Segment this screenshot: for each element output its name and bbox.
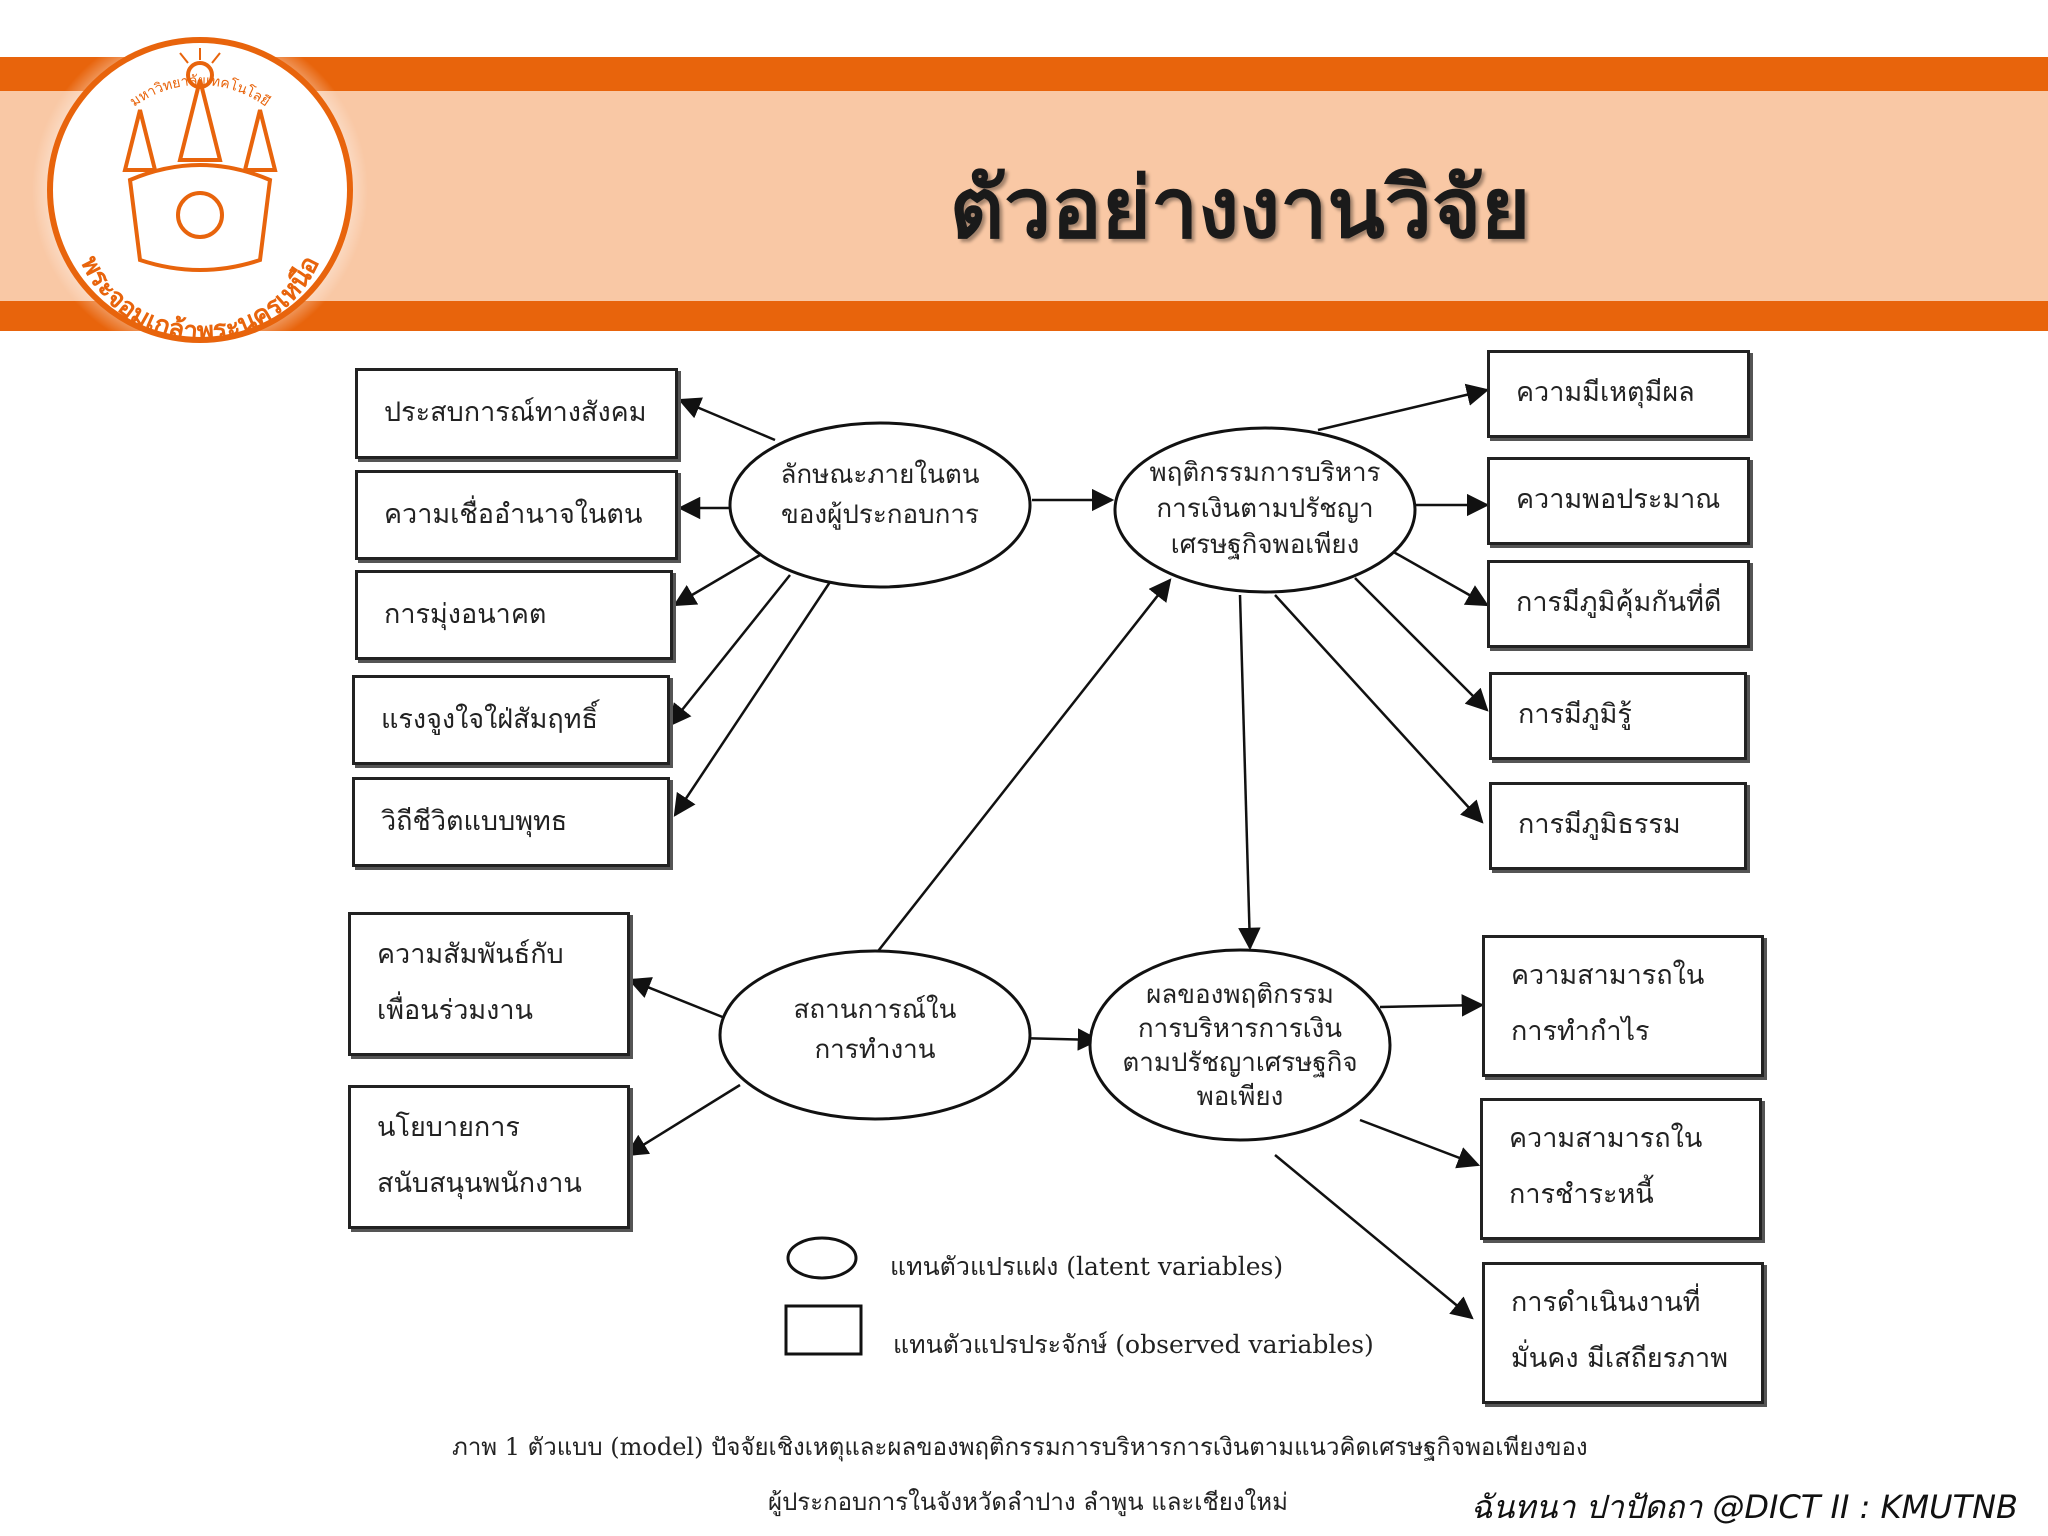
observed-immunity-label: การมีภูมิคุ้มกันที่ดี xyxy=(1516,587,1722,618)
arrow-internal-buddhist xyxy=(673,581,832,817)
university-seal-icon: พระจอมเกล้าพระนครเหนือ มหาวิทยาลัยเทคโนโ… xyxy=(32,22,368,358)
arrow-situation-colleague xyxy=(627,977,726,1020)
footer-credit: ฉันทนา ปาปัดถา @DICT II : KMUTNB xyxy=(1470,1488,2018,1526)
figure-caption-line-1: ภาพ 1 ตัวแบบ (model) ปัจจัยเชิงเหตุและผล… xyxy=(452,1433,1588,1461)
latent-situation-ellipse xyxy=(718,949,1032,1121)
arrow-internal-social xyxy=(677,397,776,442)
observed-stability-line-1: การดำเนินงานที่ xyxy=(1511,1287,1701,1318)
observed-locus-of-control-label: ความเชื่ออำนาจในตน xyxy=(384,499,643,530)
observed-achievement-label: แรงจูงใจใฝ่สัมฤทธิ์ xyxy=(381,704,599,735)
observed-knowledge-label: การมีภูมิรู้ xyxy=(1518,699,1632,730)
arrow-situation-behavior xyxy=(874,578,1172,956)
observed-colleague-line-1: ความสัมพันธ์กับ xyxy=(377,939,564,970)
arrow-result-stability xyxy=(1274,1154,1474,1320)
observed-support-policy-line-2: สนับสนุนพนักงาน xyxy=(377,1168,582,1199)
observed-moderation-box: ความพอประมาณ xyxy=(1487,457,1750,545)
observed-debt-payment-line-1: ความสามารถใน xyxy=(1509,1123,1703,1154)
latent-result-line-2: การบริหารการเงิน xyxy=(1137,1014,1343,1044)
arrow-behavior-morality xyxy=(1274,594,1484,824)
latent-result-line-3: ตามปรัชญาเศรษฐกิจ xyxy=(1122,1048,1358,1078)
legend-latent-label: แทนตัวแปรแฝง (latent variables) xyxy=(890,1252,1284,1281)
observed-buddhist-life-box: วิถีชีวิตแบบพุทธ xyxy=(352,777,670,867)
observed-profitability-box: ความสามารถใน การทำกำไร xyxy=(1482,935,1764,1077)
arrow-behavior-knowledge xyxy=(1354,577,1489,712)
observed-morality-label: การมีภูมิธรรม xyxy=(1518,809,1681,840)
latent-result-line-1: ผลของพฤติกรรม xyxy=(1146,980,1334,1010)
latent-result-label: ผลของพฤติกรรม การบริหารการเงิน ตามปรัชญา… xyxy=(1090,978,1390,1114)
latent-behavior-label: พฤติกรรมการบริหาร การเงินตามปรัชญา เศรษฐ… xyxy=(1115,455,1415,563)
observed-debt-payment-line-2: การชำระหนี้ xyxy=(1509,1179,1654,1210)
slide-title: ตัวอย่างงานวิจัย xyxy=(949,159,1531,257)
observed-debt-payment-box: ความสามารถใน การชำระหนี้ xyxy=(1480,1098,1762,1240)
arrow-behavior-immunity xyxy=(1389,548,1489,607)
latent-behavior-line-2: การเงินตามปรัชญา xyxy=(1156,494,1374,524)
observed-profitability-line-1: ความสามารถใน xyxy=(1511,960,1705,991)
observed-rationality-box: ความมีเหตุมีผล xyxy=(1487,350,1750,438)
observed-colleague-box: ความสัมพันธ์กับ เพื่อนร่วมงาน xyxy=(348,912,630,1056)
observed-social-experience-box: ประสบการณ์ทางสังคม xyxy=(355,368,678,459)
latent-behavior-line-1: พฤติกรรมการบริหาร xyxy=(1149,458,1381,488)
observed-social-experience-label: ประสบการณ์ทางสังคม xyxy=(384,397,647,428)
latent-situation-line-1: สถานการณ์ใน xyxy=(793,995,957,1025)
header-band-bottom xyxy=(0,301,2048,331)
latent-behavior-ellipse xyxy=(1113,426,1417,594)
arrow-situation-policy xyxy=(625,1083,741,1157)
observed-colleague-line-2: เพื่อนร่วมงาน xyxy=(377,995,533,1026)
legend-latent-ellipse xyxy=(786,1236,858,1280)
observed-buddhist-life-label: วิถีชีวิตแบบพุทธ xyxy=(381,806,568,837)
observed-rationality-label: ความมีเหตุมีผล xyxy=(1516,377,1695,408)
observed-morality-box: การมีภูมิธรรม xyxy=(1489,782,1747,870)
legend-observed-label: แทนตัวแปรประจักษ์ (observed variables) xyxy=(893,1330,1374,1359)
latent-behavior-line-3: เศรษฐกิจพอเพียง xyxy=(1170,530,1360,560)
latent-internal-line-1: ลักษณะภายในตน xyxy=(780,460,980,490)
observed-immunity-box: การมีภูมิคุ้มกันที่ดี xyxy=(1487,560,1750,648)
observed-moderation-label: ความพอประมาณ xyxy=(1516,484,1721,515)
observed-stability-box: การดำเนินงานที่ มั่นคง มีเสถียรภาพ xyxy=(1482,1262,1764,1404)
arrow-result-profit xyxy=(1379,994,1485,1017)
observed-profitability-line-2: การทำกำไร xyxy=(1511,1016,1650,1047)
latent-result-ellipse xyxy=(1088,948,1392,1142)
arrow-internal-future xyxy=(673,553,761,607)
latent-internal-ellipse xyxy=(728,421,1032,589)
observed-support-policy-box: นโยบายการ สนับสนุนพนักงาน xyxy=(348,1085,630,1229)
observed-future-orientation-label: การมุ่งอนาคต xyxy=(384,599,547,630)
latent-internal-label: ลักษณะภายในตน ของผู้ประกอบการ xyxy=(730,455,1030,535)
observed-achievement-box: แรงจูงใจใฝ่สัมฤทธิ์ xyxy=(352,675,670,765)
latent-situation-line-2: การทำงาน xyxy=(814,1035,936,1065)
arrow-behavior-result xyxy=(1238,594,1261,951)
latent-result-line-4: พอเพียง xyxy=(1196,1082,1284,1112)
legend-observed-rect xyxy=(784,1304,863,1356)
arrow-behavior-rationality xyxy=(1317,383,1490,432)
observed-knowledge-box: การมีภูมิรู้ xyxy=(1489,672,1747,760)
arrow-internal-achievement xyxy=(668,574,791,727)
observed-locus-of-control-box: ความเชื่ออำนาจในตน xyxy=(355,470,678,560)
header-band-top xyxy=(0,57,2048,91)
arrow-result-debt xyxy=(1359,1118,1481,1169)
latent-internal-line-2: ของผู้ประกอบการ xyxy=(781,500,979,530)
observed-stability-line-2: มั่นคง มีเสถียรภาพ xyxy=(1511,1343,1729,1374)
figure-caption-line-2: ผู้ประกอบการในจังหวัดลำปาง ลำพูน และเชีย… xyxy=(768,1488,1288,1516)
observed-support-policy-line-1: นโยบายการ xyxy=(377,1112,520,1143)
observed-future-orientation-box: การมุ่งอนาคต xyxy=(355,570,673,660)
latent-situation-label: สถานการณ์ใน การทำงาน xyxy=(720,990,1030,1070)
